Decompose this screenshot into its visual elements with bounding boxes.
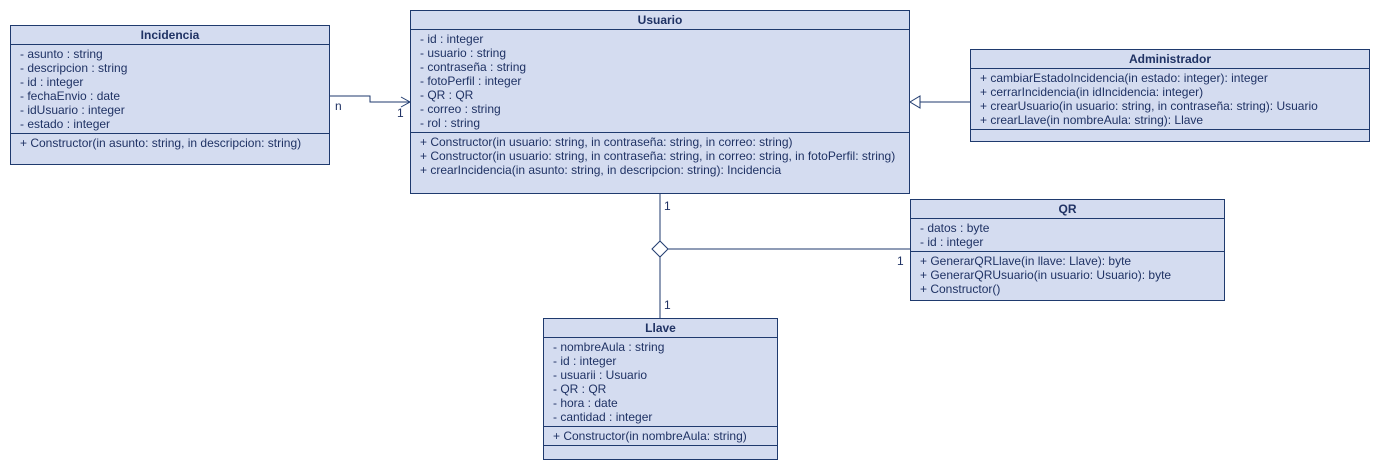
attribute: - fechaEnvio : date <box>20 89 121 103</box>
class-title: Usuario <box>411 11 909 30</box>
attribute: - QR : QR <box>420 88 474 102</box>
method: + GenerarQRLlave(in llave: Llave): byte <box>920 254 1132 268</box>
attribute: - id : integer <box>553 354 617 368</box>
method: + GenerarQRUsuario(in usuario: Usuario):… <box>920 268 1172 282</box>
attributes-section: - datos : byte - id : integer <box>911 219 1224 252</box>
attribute: - idUsuario : integer <box>20 103 125 117</box>
methods-section: + Constructor(in usuario: string, in con… <box>411 133 909 179</box>
attributes-section: - asunto : string - descripcion : string… <box>11 45 329 134</box>
methods-section: + cambiarEstadoIncidencia(in estado: int… <box>971 69 1369 130</box>
attribute: - usuario : string <box>420 46 507 60</box>
attribute: - correo : string <box>420 102 501 116</box>
method: + Constructor(in usuario: string, in con… <box>420 135 793 149</box>
attribute: - contraseña : string <box>420 60 527 74</box>
method: + Constructor() <box>920 282 1001 296</box>
class-title: Llave <box>544 319 777 338</box>
attribute: - fotoPerfil : integer <box>420 74 522 88</box>
methods-section: + Constructor(in nombreAula: string) <box>544 427 777 446</box>
attribute: - usuarii : Usuario <box>553 368 648 382</box>
method: + Constructor(in nombreAula: string) <box>553 429 747 443</box>
attribute: - datos : byte <box>920 221 990 235</box>
generalization-triangle <box>909 95 921 109</box>
multiplicity-usuario-incidencia: 1 <box>397 106 404 120</box>
ternary-diamond <box>651 240 669 258</box>
multiplicity-llave: 1 <box>664 298 671 312</box>
method: + Constructor(in asunto: string, in desc… <box>20 136 302 150</box>
attributes-section: - id : integer - usuario : string - cont… <box>411 30 909 133</box>
multiplicity-qr: 1 <box>897 254 904 268</box>
attribute: - asunto : string <box>20 47 103 61</box>
method: + crearUsuario(in usuario: string, in co… <box>980 99 1318 113</box>
class-usuario: Usuario - id : integer - usuario : strin… <box>410 10 910 194</box>
method: + Constructor(in usuario: string, in con… <box>420 149 896 163</box>
class-title: Administrador <box>971 50 1369 69</box>
attribute: - cantidad : integer <box>553 410 653 424</box>
class-title: Incidencia <box>11 26 329 45</box>
class-administrador: Administrador + cambiarEstadoIncidencia(… <box>970 49 1370 142</box>
method: + cambiarEstadoIncidencia(in estado: int… <box>980 71 1268 85</box>
attribute: - hora : date <box>553 396 618 410</box>
methods-section: + GenerarQRLlave(in llave: Llave): byte … <box>911 252 1224 298</box>
attribute: - estado : integer <box>20 117 111 131</box>
attributes-section: - nombreAula : string - id : integer - u… <box>544 338 777 427</box>
method: + crearLlave(in nombreAula: string): Lla… <box>980 113 1204 127</box>
attribute: - descripcion : string <box>20 61 128 75</box>
attribute: - QR : QR <box>553 382 607 396</box>
multiplicity-incidencia-n: n <box>335 99 342 113</box>
attribute: - nombreAula : string <box>553 340 665 354</box>
class-llave: Llave - nombreAula : string - id : integ… <box>543 318 778 460</box>
attribute: - rol : string <box>420 116 481 130</box>
class-title: QR <box>911 200 1224 219</box>
multiplicity-usuario-ternary: 1 <box>664 199 671 213</box>
methods-section: + Constructor(in asunto: string, in desc… <box>11 134 329 152</box>
association-incidencia-usuario <box>330 95 410 103</box>
attribute: - id : integer <box>920 235 984 249</box>
class-qr: QR - datos : byte - id : integer + Gener… <box>910 199 1225 301</box>
class-incidencia: Incidencia - asunto : string - descripci… <box>10 25 330 165</box>
attribute: - id : integer <box>420 32 484 46</box>
empty-section <box>971 130 1369 136</box>
attribute: - id : integer <box>20 75 84 89</box>
method: + crearIncidencia(in asunto: string, in … <box>420 163 782 177</box>
empty-section <box>544 446 777 452</box>
method: + cerrarIncidencia(in idIncidencia: inte… <box>980 85 1204 99</box>
